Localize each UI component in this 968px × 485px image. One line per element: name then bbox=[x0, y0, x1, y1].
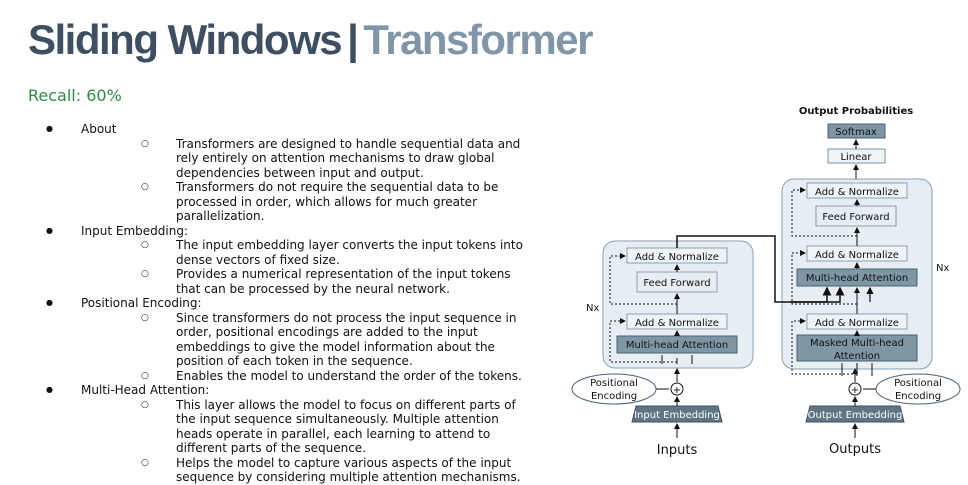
softmax-box bbox=[827, 123, 886, 139]
enc-multi-head-label: Multi-head Attention bbox=[626, 340, 728, 351]
note-positional-encoding: Positional Encoding: Since transformers … bbox=[40, 296, 530, 383]
dec-feed-forward bbox=[815, 205, 897, 227]
output-embedding-label: Output Embedding bbox=[808, 410, 903, 421]
note-heading: About bbox=[81, 122, 117, 136]
note-item: Transformers do not require the sequenti… bbox=[81, 180, 530, 224]
dec-masked-label-2: Attention bbox=[834, 351, 880, 362]
dec-add-norm-top bbox=[806, 182, 908, 199]
slide-title: Sliding Windows|Transformer bbox=[28, 16, 593, 64]
dec-masked-multi-head bbox=[796, 334, 918, 362]
dec-feed-forward-label: Feed Forward bbox=[822, 212, 889, 223]
note-heading: Positional Encoding: bbox=[81, 296, 202, 310]
enc-feed-forward-label: Feed Forward bbox=[643, 278, 710, 289]
softmax-label: Softmax bbox=[835, 127, 877, 138]
dec-masked-label-1: Masked Multi-head bbox=[810, 338, 904, 349]
recall-score: Recall: 60% bbox=[28, 86, 122, 105]
enc-pos-label-1: Positional bbox=[590, 378, 638, 389]
note-about: About Transformers are designed to handl… bbox=[40, 122, 530, 224]
note-input-embedding: Input Embedding: The input embedding lay… bbox=[40, 224, 530, 297]
note-item: This layer allows the model to focus on … bbox=[81, 398, 530, 456]
note-item: Helps the model to capture various aspec… bbox=[81, 456, 530, 485]
dec-add-norm-bottom-label: Add & Normalize bbox=[815, 318, 899, 329]
outputs-label: Outputs bbox=[829, 442, 881, 457]
dec-add-norm-mid-label: Add & Normalize bbox=[815, 250, 899, 261]
enc-add-norm-top-label: Add & Normalize bbox=[635, 252, 719, 263]
note-heading: Multi-Head Attention: bbox=[81, 383, 210, 397]
note-item: The input embedding layer converts the i… bbox=[81, 238, 530, 267]
note-item: Transformers are designed to handle sequ… bbox=[81, 137, 530, 181]
title-separator: | bbox=[347, 16, 359, 63]
enc-add-norm-bottom-label: Add & Normalize bbox=[635, 318, 719, 329]
transformer-diagram: Output Probabilities Softmax Linear Add … bbox=[571, 106, 961, 458]
enc-pos-label-2: Encoding bbox=[591, 391, 637, 402]
enc-plus-label: + bbox=[673, 385, 681, 396]
title-sub: Transformer bbox=[363, 16, 593, 63]
note-multi-head-attention: Multi-Head Attention: This layer allows … bbox=[40, 383, 530, 485]
note-item: Since transformers do not process the in… bbox=[81, 311, 530, 369]
output-probabilities-label: Output Probabilities bbox=[799, 106, 913, 117]
dec-plus-icon bbox=[848, 382, 862, 396]
note-heading: Input Embedding: bbox=[81, 223, 188, 238]
dec-pos-label-2: Encoding bbox=[895, 391, 941, 402]
output-embedding-box bbox=[805, 405, 905, 423]
dec-plus-label: + bbox=[851, 385, 859, 396]
note-item: Provides a numerical representation of t… bbox=[81, 267, 530, 296]
input-embedding-label: Input Embedding bbox=[634, 410, 720, 421]
title-main: Sliding Windows bbox=[28, 16, 343, 63]
inputs-label: Inputs bbox=[657, 443, 698, 458]
dec-pos-label-1: Positional bbox=[894, 378, 942, 389]
enc-nx-label: Nx bbox=[586, 303, 599, 314]
note-item: Enables the model to understand the orde… bbox=[81, 369, 530, 384]
notes-list: About Transformers are designed to handl… bbox=[40, 122, 530, 485]
input-embedding-box bbox=[631, 405, 723, 423]
dec-add-norm-top-label: Add & Normalize bbox=[815, 187, 899, 198]
dec-multi-head-label: Multi-head Attention bbox=[806, 273, 908, 284]
dec-nx-label: Nx bbox=[936, 263, 949, 274]
linear-label: Linear bbox=[840, 152, 872, 163]
enc-plus-icon bbox=[670, 382, 684, 396]
